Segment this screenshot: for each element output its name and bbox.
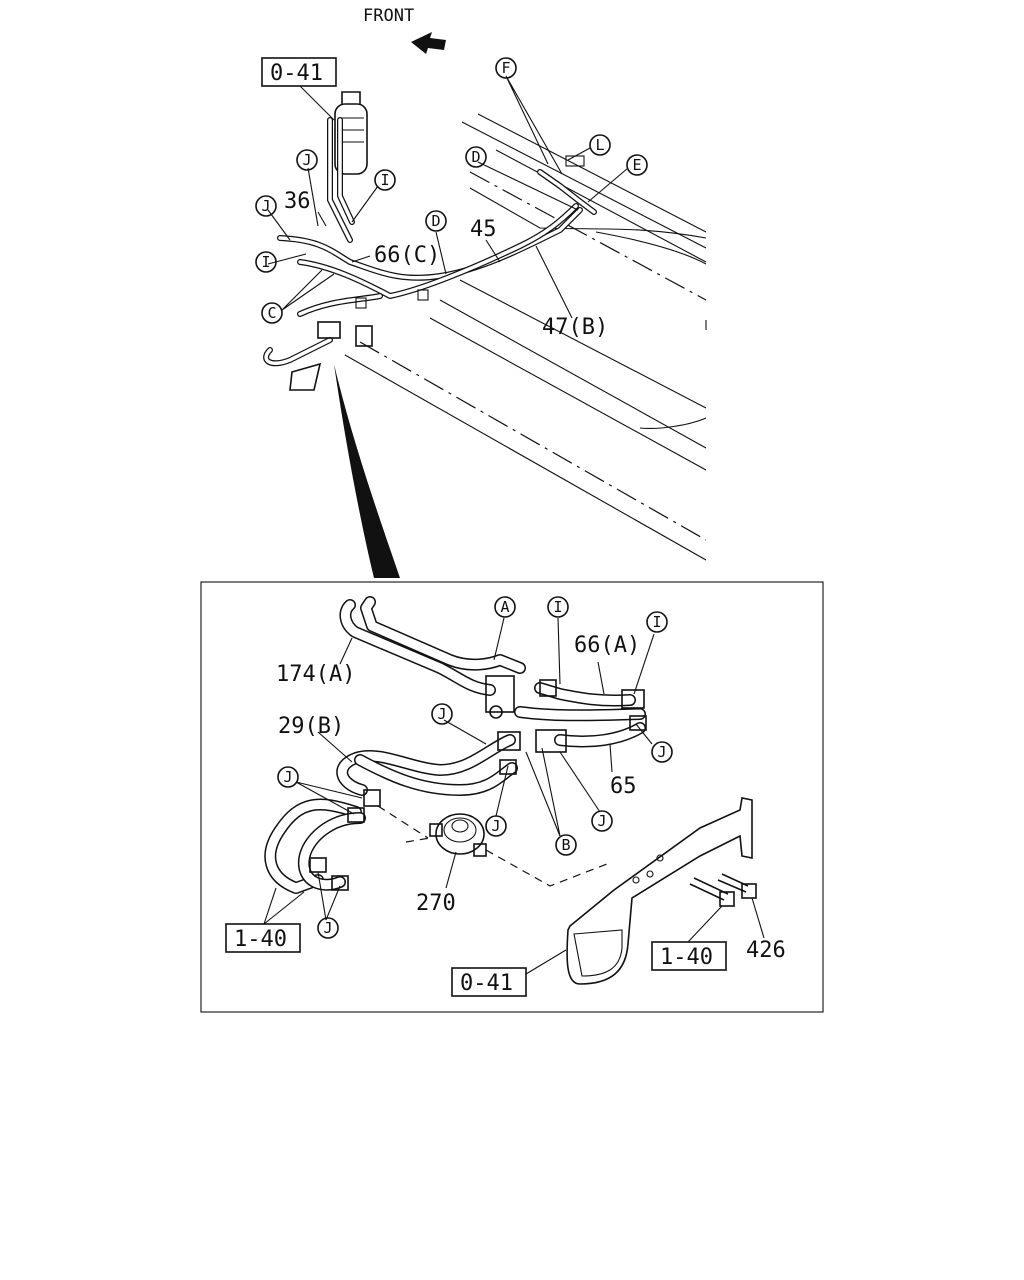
callout-J-detail-6: J bbox=[317, 917, 339, 939]
fuel-filter-unit bbox=[334, 91, 368, 175]
callout-I-detail-2: I bbox=[646, 611, 668, 633]
svg-text:J: J bbox=[283, 768, 292, 786]
svg-text:J: J bbox=[261, 197, 270, 215]
callout-I-detail-1: I bbox=[547, 596, 569, 618]
ref-box-1-40-right: 1-40 bbox=[651, 941, 727, 971]
svg-text:D: D bbox=[431, 212, 440, 230]
callout-I-top-1: I bbox=[374, 169, 396, 191]
callout-J-detail-5: J bbox=[485, 815, 507, 837]
callout-J-detail-3: J bbox=[277, 766, 299, 788]
routing-line bbox=[485, 849, 613, 887]
callout-D-upper: D bbox=[465, 146, 487, 168]
detail-frame bbox=[200, 581, 824, 1013]
ref-label-0-41-top: 0-41 bbox=[270, 61, 323, 86]
callout-J-detail-1: J bbox=[431, 703, 453, 725]
chassis-frame bbox=[344, 113, 707, 561]
svg-text:I: I bbox=[261, 253, 270, 271]
svg-text:C: C bbox=[267, 304, 276, 322]
label-66a: 66(A) bbox=[574, 633, 640, 658]
svg-text:F: F bbox=[501, 59, 510, 77]
valve-270 bbox=[429, 813, 487, 857]
detail-leaders bbox=[263, 617, 765, 975]
front-arrow-icon bbox=[411, 32, 446, 54]
label-270: 270 bbox=[416, 891, 456, 916]
callout-D-lower: D bbox=[425, 210, 447, 232]
callout-J-detail-4: J bbox=[591, 810, 613, 832]
callout-F: F bbox=[495, 57, 517, 79]
callout-J-detail-2: J bbox=[651, 741, 673, 763]
svg-text:D: D bbox=[471, 148, 480, 166]
svg-text:J: J bbox=[597, 812, 606, 830]
label-47b: 47(B) bbox=[542, 315, 608, 340]
svg-text:J: J bbox=[491, 817, 500, 835]
front-label: FRONT bbox=[363, 6, 414, 26]
svg-text:I: I bbox=[553, 598, 562, 616]
svg-text:L: L bbox=[595, 136, 604, 154]
label-66c: 66(C) bbox=[374, 243, 440, 268]
magnify-pointer bbox=[334, 364, 400, 578]
label-65: 65 bbox=[610, 774, 637, 799]
callout-L: L bbox=[589, 134, 611, 156]
top-leaders bbox=[267, 75, 629, 319]
svg-text:J: J bbox=[302, 151, 311, 169]
label-45: 45 bbox=[470, 217, 497, 242]
callout-I-top-2: I bbox=[255, 251, 277, 273]
svg-text:E: E bbox=[632, 156, 641, 174]
label-29b: 29(B) bbox=[278, 714, 344, 739]
label-174a: 174(A) bbox=[276, 662, 355, 687]
top-view: FRONT bbox=[255, 6, 707, 578]
ref-box-0-41-bottom: 0-41 bbox=[451, 967, 527, 997]
svg-text:J: J bbox=[323, 919, 332, 937]
detail-view: 174(A) 66(A) 29(B) 65 270 426 1-40 1-40 … bbox=[200, 581, 824, 1013]
svg-text:A: A bbox=[500, 598, 509, 616]
svg-text:1-40: 1-40 bbox=[234, 927, 287, 952]
label-426: 426 bbox=[746, 938, 786, 963]
detail-hoses bbox=[264, 596, 646, 894]
label-36: 36 bbox=[284, 189, 311, 214]
ref-box-1-40-left: 1-40 bbox=[225, 923, 301, 953]
callout-A: A bbox=[494, 596, 516, 618]
callout-B: B bbox=[555, 834, 577, 856]
svg-text:I: I bbox=[380, 171, 389, 189]
detail-fittings bbox=[309, 675, 647, 891]
svg-text:B: B bbox=[561, 836, 570, 854]
ref-box-0-41-top: 0-41 bbox=[261, 57, 337, 121]
svg-text:1-40: 1-40 bbox=[660, 945, 713, 970]
top-fuel-lines bbox=[263, 117, 597, 391]
svg-text:J: J bbox=[437, 705, 446, 723]
callout-J-top-1: J bbox=[296, 149, 318, 171]
callout-J-top-2: J bbox=[255, 195, 277, 217]
callout-C: C bbox=[261, 302, 283, 324]
svg-text:I: I bbox=[652, 613, 661, 631]
svg-text:0-41: 0-41 bbox=[460, 971, 513, 996]
mounting-bracket bbox=[566, 797, 757, 985]
svg-text:J: J bbox=[657, 743, 666, 761]
callout-E: E bbox=[626, 154, 648, 176]
